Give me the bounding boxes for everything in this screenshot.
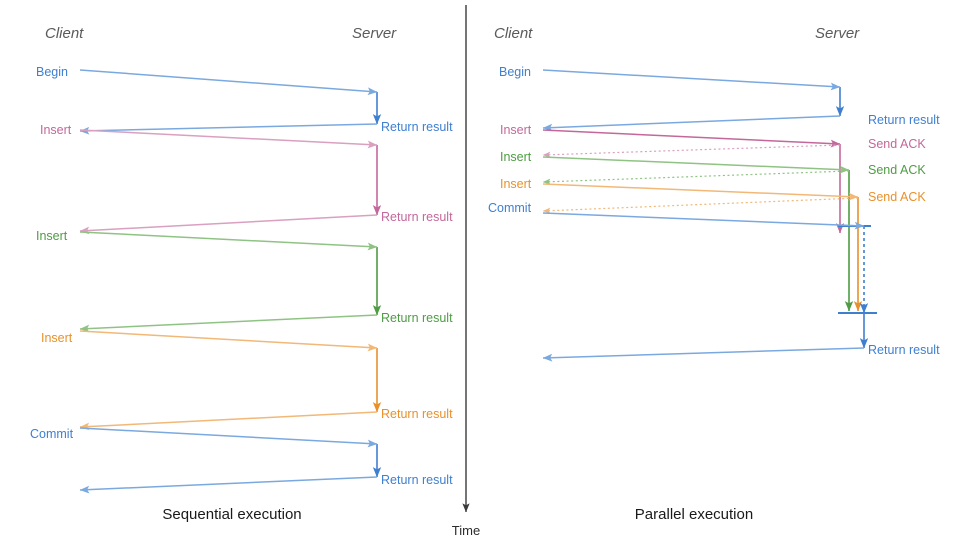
sequential-server-role-label: Server	[352, 25, 397, 42]
parallel-message-label: Insert	[500, 123, 532, 137]
sequential-message-label: Return result	[381, 407, 453, 421]
time-axis-group: Time	[452, 5, 480, 538]
sequential-message-label: Return result	[381, 311, 453, 325]
parallel-message-arrow	[542, 69, 841, 91]
parallel-message-arrow	[542, 129, 841, 148]
parallel-message-label: Send ACK	[868, 137, 926, 151]
sequential-caption: Sequential execution	[162, 506, 301, 523]
parallel-message-arrow	[542, 197, 859, 214]
parallel-message-arrow	[542, 115, 841, 132]
sequential-message-arrow	[79, 69, 378, 96]
sequential-message-label: Begin	[36, 65, 68, 79]
parallel-message-arrow	[542, 347, 865, 362]
parallel-server-role-label: Server	[815, 25, 860, 42]
parallel-client-role-label: Client	[494, 25, 533, 42]
sequential-message-arrow	[79, 129, 378, 149]
parallel-message-label: Return result	[868, 113, 940, 127]
parallel-message-label: Begin	[499, 65, 531, 79]
sequential-message-arrow	[79, 231, 378, 251]
sequential-message-arrow	[79, 123, 378, 135]
sequential-message-arrow	[79, 330, 378, 352]
parallel-message-label: Send ACK	[868, 190, 926, 204]
parallel-message-label: Insert	[500, 177, 532, 191]
parallel-message-label: Insert	[500, 150, 532, 164]
sequential-message-label: Commit	[30, 427, 74, 441]
sequential-message-arrow	[79, 214, 378, 235]
parallel-message-label: Commit	[488, 201, 532, 215]
parallel-message-label: Return result	[868, 343, 940, 357]
parallel-message-arrow	[542, 212, 865, 230]
parallel-caption: Parallel execution	[635, 506, 753, 523]
parallel-message-arrow	[542, 183, 859, 201]
parallel-message-arrow	[542, 144, 841, 158]
sequential-message-label: Return result	[381, 120, 453, 134]
parallel-message-arrow	[542, 156, 850, 174]
sequential-message-arrow	[79, 427, 378, 448]
time-axis-label: Time	[452, 523, 480, 538]
sequential-message-arrow	[79, 411, 378, 431]
sequential-client-role-label: Client	[45, 25, 84, 42]
sequential-message-label: Insert	[41, 331, 73, 345]
sequential-message-label: Return result	[381, 473, 453, 487]
sequential-message-label: Return result	[381, 210, 453, 224]
sequential-message-arrow	[79, 476, 378, 494]
parallel-message-arrow	[542, 170, 850, 185]
sequential-message-label: Insert	[40, 123, 72, 137]
parallel-message-label: Send ACK	[868, 163, 926, 177]
sequential-message-label: Insert	[36, 229, 68, 243]
sequential-message-arrow	[79, 314, 378, 333]
